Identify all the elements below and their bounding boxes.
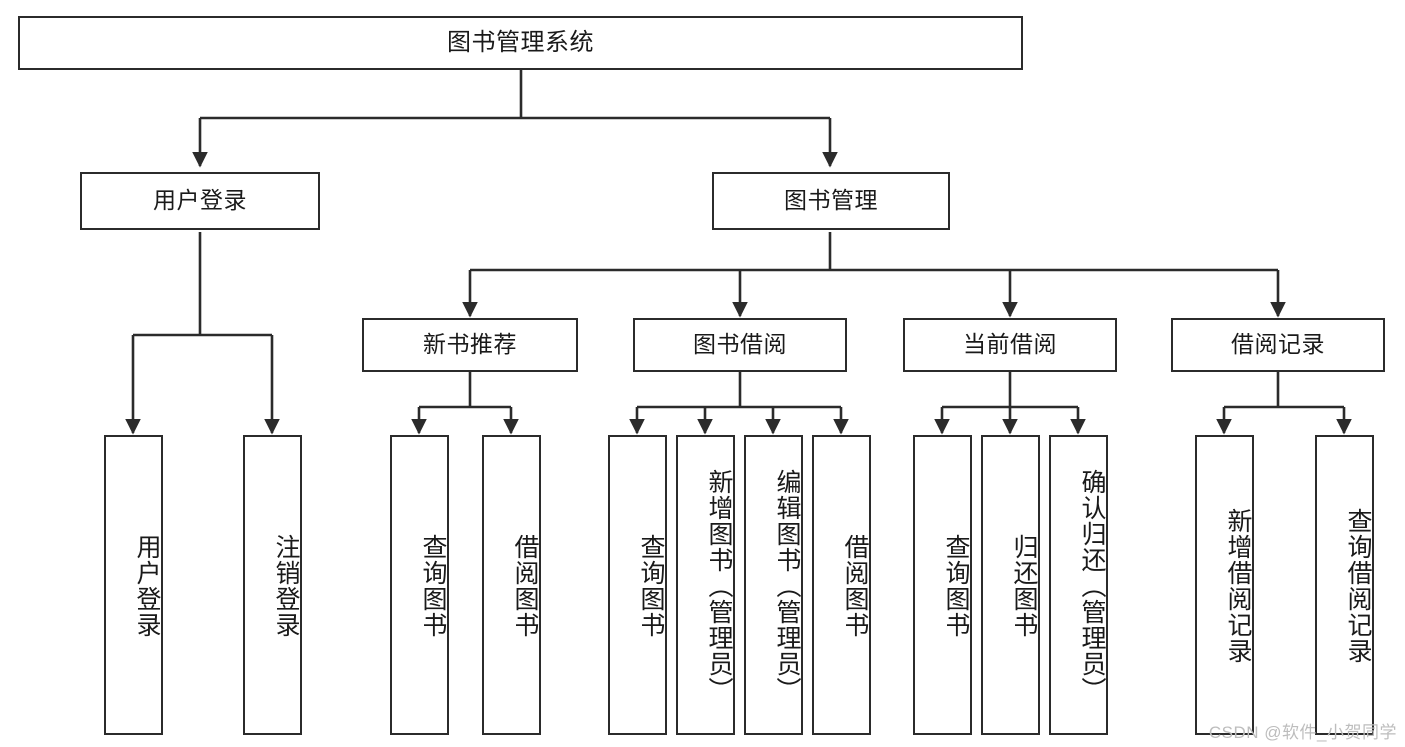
node-user-login[interactable]: 用户登录 — [80, 172, 320, 230]
node-new-book-recommend[interactable]: 新书推荐 — [362, 318, 578, 372]
leaf-label: 查询借阅记录 — [1344, 508, 1372, 664]
leaf-label: 编辑图书（管理员） — [773, 469, 801, 703]
leaf-label: 注销登录 — [272, 534, 300, 638]
node-leaf-borrow-book-2[interactable]: 借阅图书 — [812, 435, 871, 735]
leaf-label: 新增借阅记录 — [1224, 508, 1252, 664]
node-leaf-edit-book[interactable]: 编辑图书（管理员） — [744, 435, 803, 735]
node-leaf-user-logout[interactable]: 注销登录 — [243, 435, 302, 735]
leaf-label: 用户登录 — [133, 534, 161, 638]
node-leaf-user-login[interactable]: 用户登录 — [104, 435, 163, 735]
node-borrow-record[interactable]: 借阅记录 — [1171, 318, 1385, 372]
node-leaf-query-book-1[interactable]: 查询图书 — [390, 435, 449, 735]
leaf-label: 查询图书 — [942, 534, 970, 638]
node-leaf-query-book-2[interactable]: 查询图书 — [608, 435, 667, 735]
node-leaf-confirm-return[interactable]: 确认归还（管理员） — [1049, 435, 1108, 735]
leaf-label: 借阅图书 — [841, 534, 869, 638]
node-book-manage[interactable]: 图书管理 — [712, 172, 950, 230]
leaf-label: 确认归还（管理员） — [1078, 469, 1106, 703]
node-leaf-query-book-3[interactable]: 查询图书 — [913, 435, 972, 735]
node-book-borrow[interactable]: 图书借阅 — [633, 318, 847, 372]
leaf-label: 查询图书 — [637, 534, 665, 638]
leaf-label: 新增图书（管理员） — [705, 469, 733, 703]
leaf-label: 归还图书 — [1010, 534, 1038, 638]
node-leaf-return-book[interactable]: 归还图书 — [981, 435, 1040, 735]
node-leaf-add-book[interactable]: 新增图书（管理员） — [676, 435, 735, 735]
csdn-watermark: CSDN @软件_小贺同学 — [1208, 723, 1397, 742]
node-leaf-query-record[interactable]: 查询借阅记录 — [1315, 435, 1374, 735]
leaf-label: 查询图书 — [419, 534, 447, 638]
leaf-label: 借阅图书 — [511, 534, 539, 638]
node-leaf-add-record[interactable]: 新增借阅记录 — [1195, 435, 1254, 735]
node-leaf-borrow-book-1[interactable]: 借阅图书 — [482, 435, 541, 735]
node-current-borrow[interactable]: 当前借阅 — [903, 318, 1117, 372]
node-root[interactable]: 图书管理系统 — [18, 16, 1023, 70]
